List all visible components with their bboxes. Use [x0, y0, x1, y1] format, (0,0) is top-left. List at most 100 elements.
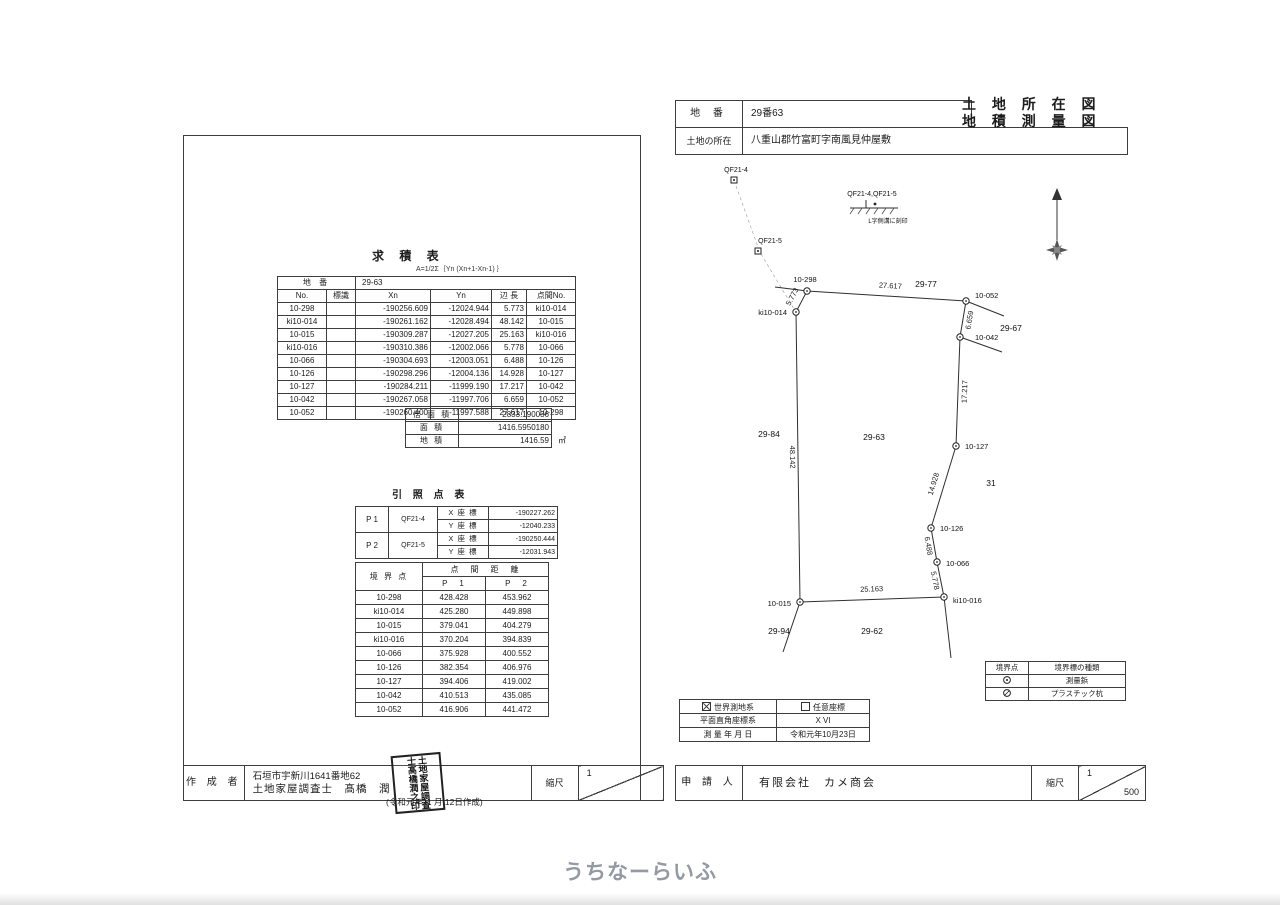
adjacent-boundary-line	[959, 336, 1003, 353]
doc-title-cadastral-survey-map: 地 積 測 量 図	[962, 113, 1102, 129]
doc-title-land-location-map: 土 地 所 在 図	[962, 96, 1102, 112]
parcel-number-label: 29-77	[915, 279, 937, 289]
reference-point-label: QF21-5	[758, 238, 782, 245]
applicant-name: 有限会社 カメ商会	[742, 765, 1032, 801]
location-label: 土地の所在	[675, 127, 743, 155]
edge-length-label: 5.773	[784, 286, 801, 307]
boundary-point-label: 10-042	[975, 333, 998, 342]
edge-length-label: 25.163	[860, 584, 883, 594]
boundary-point-label: 10-066	[946, 559, 969, 568]
site-watermark: うちなーらいふ	[563, 861, 717, 884]
scan-page-edge	[0, 893, 1280, 905]
table-row: 土地の所在 八重山郡竹富町字南風見仲屋敷	[675, 127, 1128, 155]
parcel-number-label: 29-94	[768, 626, 790, 636]
adjacent-boundary-line	[965, 300, 1005, 317]
table-row: 世界測地系 任意座標	[679, 699, 870, 714]
lot-value: 29番63	[742, 100, 972, 128]
edge-length-label: 14.928	[926, 472, 941, 497]
boundary-point-label: 10-126	[940, 524, 963, 533]
boundary-point-label: 10-015	[768, 599, 791, 608]
table-row: 地 番 29番63	[675, 100, 972, 128]
table-row: P 2 QF21-5 X 座 標 -190250.444	[355, 532, 558, 559]
parcel-boundary-line	[936, 561, 945, 598]
location-header-table: 土地の所在 八重山郡竹富町字南風見仲屋敷	[675, 127, 1128, 155]
geodetic-system-table: 世界測地系 任意座標 平面直角座標系 X VI 測 量 年 月 日 令和元年10…	[679, 699, 870, 742]
arbitrary-coord-label: 任意座標	[813, 702, 845, 712]
boundary-point-label: 10-298	[793, 275, 816, 284]
left-page-border	[183, 135, 641, 801]
reference-point-marker	[754, 247, 762, 255]
area-table-title: 求 積 表	[372, 249, 445, 263]
table-row: プラスチック杭	[985, 687, 1126, 701]
parcel-boundary-line	[795, 311, 801, 603]
lot-number-label: 地 番	[277, 276, 356, 290]
table-row: 測 量 年 月 日 令和元年10月23日	[679, 727, 870, 742]
preparer-label: 作 成 者	[183, 765, 245, 801]
location-value: 八重山郡竹富町字南風見仲屋敷	[742, 127, 1128, 155]
parcel-boundary-line	[959, 300, 967, 338]
reference-point-table: P 1 QF21-4 X 座 標 -190227.262 Y 座 標 -1204…	[355, 506, 558, 559]
table-row: P 1 QF21-4 X 座 標 -190227.262	[355, 506, 558, 533]
preparer-name: 土地家屋調査士 髙橋 潤	[252, 783, 391, 795]
ref-point-name: P 2	[355, 532, 389, 559]
area-formula: A=1/2Σ｛Yn (Xn+1-Xn-1) ｝	[416, 266, 504, 273]
parcel-number-label: 29-63	[863, 432, 885, 442]
preparer-info: 石垣市宇新川1641番地62 土地家屋調査士 髙橋 潤	[243, 765, 532, 801]
column-header: 点間No.	[526, 289, 576, 303]
scale-value: 1	[577, 765, 664, 801]
reference-point-marker	[730, 176, 738, 184]
parcel-boundary-line	[795, 290, 808, 313]
parcel-boundary-line	[930, 445, 957, 529]
lot-header-table: 地 番 29番63	[675, 100, 972, 128]
boundary-mark-legend: 境界点 境界標の種類 測量鋲 プラスチック杭	[985, 661, 1126, 701]
edge-length-label: 6.488	[923, 536, 935, 556]
boundary-point-label: 10-127	[965, 442, 988, 451]
column-header: No.	[277, 289, 327, 303]
edge-length-label: 5.778	[929, 570, 942, 590]
parcel-number-label: 29-67	[1000, 323, 1022, 333]
engraving-mark	[873, 202, 877, 206]
edge-length-label: 6.659	[963, 310, 975, 330]
column-header: 標識	[326, 289, 356, 303]
ref-point-mark: QF21-5	[388, 532, 438, 559]
parcel-boundary-line	[806, 290, 967, 302]
creation-date-note: (令和元年11 月 12日作成)	[386, 797, 483, 807]
edge-length-label: 17.217	[960, 380, 970, 403]
parcel-boundary-line	[955, 336, 961, 447]
column-header: Yn	[430, 289, 492, 303]
ref-point-mark: QF21-4	[388, 506, 438, 533]
table-row: 地 番 29-63	[277, 276, 576, 290]
boundary-point-label: ki10-014	[758, 308, 787, 317]
survey-nail-icon	[1001, 676, 1013, 687]
inset-note: L字側溝に刻印	[868, 217, 907, 225]
table-row: 申 請 人 有限会社 カメ商会 縮尺 1 500	[675, 765, 1146, 801]
table-row: 作 成 者 石垣市宇新川1641番地62 土地家屋調査士 髙橋 潤 縮尺 1	[183, 765, 664, 801]
edge-length-label: 48.142	[788, 446, 797, 469]
column-header: 辺 長	[491, 289, 527, 303]
adjacent-boundary-line	[774, 286, 808, 292]
scale-label: 縮尺	[1031, 765, 1079, 801]
column-header: Xn	[355, 289, 431, 303]
boundary-point-label: 10-052	[975, 291, 998, 300]
area-unit: ㎡	[558, 436, 566, 445]
